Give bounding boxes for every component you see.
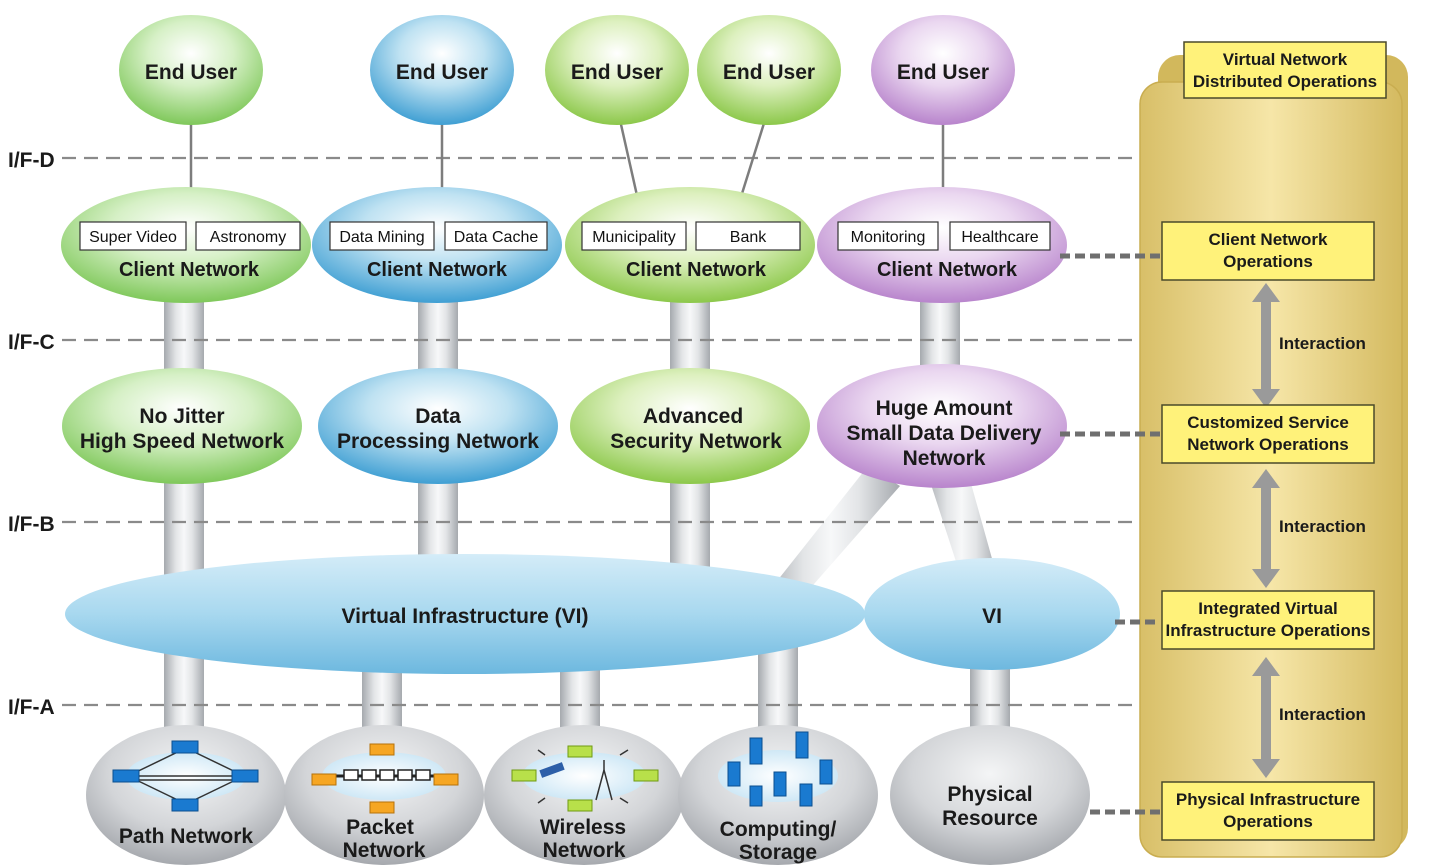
service-networks: No Jitter High Speed Network Data Proces…: [62, 364, 1067, 488]
interaction-label-2: Interaction: [1279, 517, 1366, 536]
ops-service-line-2: Network Operations: [1187, 435, 1349, 454]
physical-5-line-1: Physical: [947, 783, 1032, 806]
client-network-4-label: Client Network: [877, 259, 1018, 281]
client-network-2-label: Client Network: [367, 259, 508, 281]
physical-1-label: Path Network: [119, 825, 254, 848]
vi-small-label: VI: [982, 605, 1002, 628]
end-user-2-label: End User: [396, 61, 488, 84]
client-network-3-label: Client Network: [626, 259, 767, 281]
client-networks: Super Video Astronomy Data Mining Data C…: [61, 187, 1067, 303]
interface-labels: I/F-D I/F-C I/F-B I/F-A: [8, 149, 55, 719]
interaction-arrows: [1252, 283, 1280, 778]
end-user-1-label: End User: [145, 61, 237, 84]
app-monitoring: Monitoring: [851, 229, 926, 246]
physical-5-line-2: Resource: [942, 807, 1038, 830]
client-network-1-label: Client Network: [119, 259, 260, 281]
service-2-line-1: Data: [415, 405, 461, 428]
computing-storage-icon: [718, 731, 838, 807]
end-user-links: [189, 119, 945, 201]
interface-label-d: I/F-D: [8, 149, 55, 172]
pipes: [164, 290, 1010, 770]
ops-physical-line-2: Operations: [1223, 812, 1313, 831]
physical-2-line-2: Network: [343, 839, 426, 862]
app-healthcare: Healthcare: [961, 229, 1038, 246]
ops-client-line-1: Client Network: [1208, 230, 1328, 249]
interface-label-c: I/F-C: [8, 331, 55, 354]
ops-service-line-1: Customized Service: [1187, 413, 1349, 432]
service-4-line-2: Small Data Delivery: [847, 422, 1042, 445]
operations-connectors: [1060, 253, 1160, 815]
end-users: End User End User End User End User End …: [119, 15, 1015, 125]
physical-4-line-1: Computing/: [720, 818, 837, 841]
physical-4-line-2: Storage: [739, 841, 817, 864]
ops-vi-line-2: Infrastructure Operations: [1166, 621, 1371, 640]
app-data-cache: Data Cache: [454, 229, 539, 246]
wireless-network-icon: [511, 745, 659, 812]
service-3-line-2: Security Network: [610, 430, 782, 453]
interface-label-b: I/F-B: [8, 513, 55, 536]
ops-physical-line-1: Physical Infrastructure: [1176, 790, 1360, 809]
service-2-line-2: Processing Network: [337, 430, 539, 453]
interaction-label-3: Interaction: [1279, 705, 1366, 724]
service-1-line-1: No Jitter: [139, 405, 224, 428]
interface-label-a: I/F-A: [8, 696, 55, 719]
ops-title-line-1: Virtual Network: [1223, 50, 1348, 69]
ops-client-line-2: Operations: [1223, 252, 1313, 271]
app-municipality: Municipality: [592, 229, 676, 246]
service-1-line-2: High Speed Network: [80, 430, 285, 453]
service-4-line-1: Huge Amount: [876, 397, 1013, 420]
physical-3-line-2: Network: [543, 839, 626, 862]
virtual-infrastructure: Virtual Infrastructure (VI) VI: [65, 554, 1120, 674]
vi-main-label: Virtual Infrastructure (VI): [342, 605, 589, 628]
end-user-5-label: End User: [897, 61, 989, 84]
interaction-labels: Interaction Interaction Interaction: [1279, 334, 1366, 724]
service-3-line-1: Advanced: [643, 405, 743, 428]
ops-title-line-2: Distributed Operations: [1193, 72, 1377, 91]
client-apps: Super Video Astronomy Data Mining Data C…: [79, 221, 1051, 251]
physical-2-line-1: Packet: [346, 816, 414, 839]
path-network-icon: [112, 740, 259, 812]
packet-network-icon: [311, 743, 459, 814]
physical-3-line-1: Wireless: [540, 816, 626, 839]
ops-vi-line-1: Integrated Virtual: [1198, 599, 1338, 618]
app-data-mining: Data Mining: [339, 229, 424, 246]
end-user-3-label: End User: [571, 61, 663, 84]
physical-networks: Path Network Packet Network Wireless Net…: [86, 725, 1090, 865]
service-4-line-3: Network: [903, 447, 986, 470]
operations-boxes: Virtual Network Distributed Operations C…: [1161, 41, 1387, 841]
end-user-4-label: End User: [723, 61, 815, 84]
interaction-label-1: Interaction: [1279, 334, 1366, 353]
app-super-video: Super Video: [89, 229, 177, 246]
interface-lines: [62, 156, 1135, 707]
app-bank: Bank: [730, 229, 767, 246]
app-astronomy: Astronomy: [210, 229, 286, 246]
